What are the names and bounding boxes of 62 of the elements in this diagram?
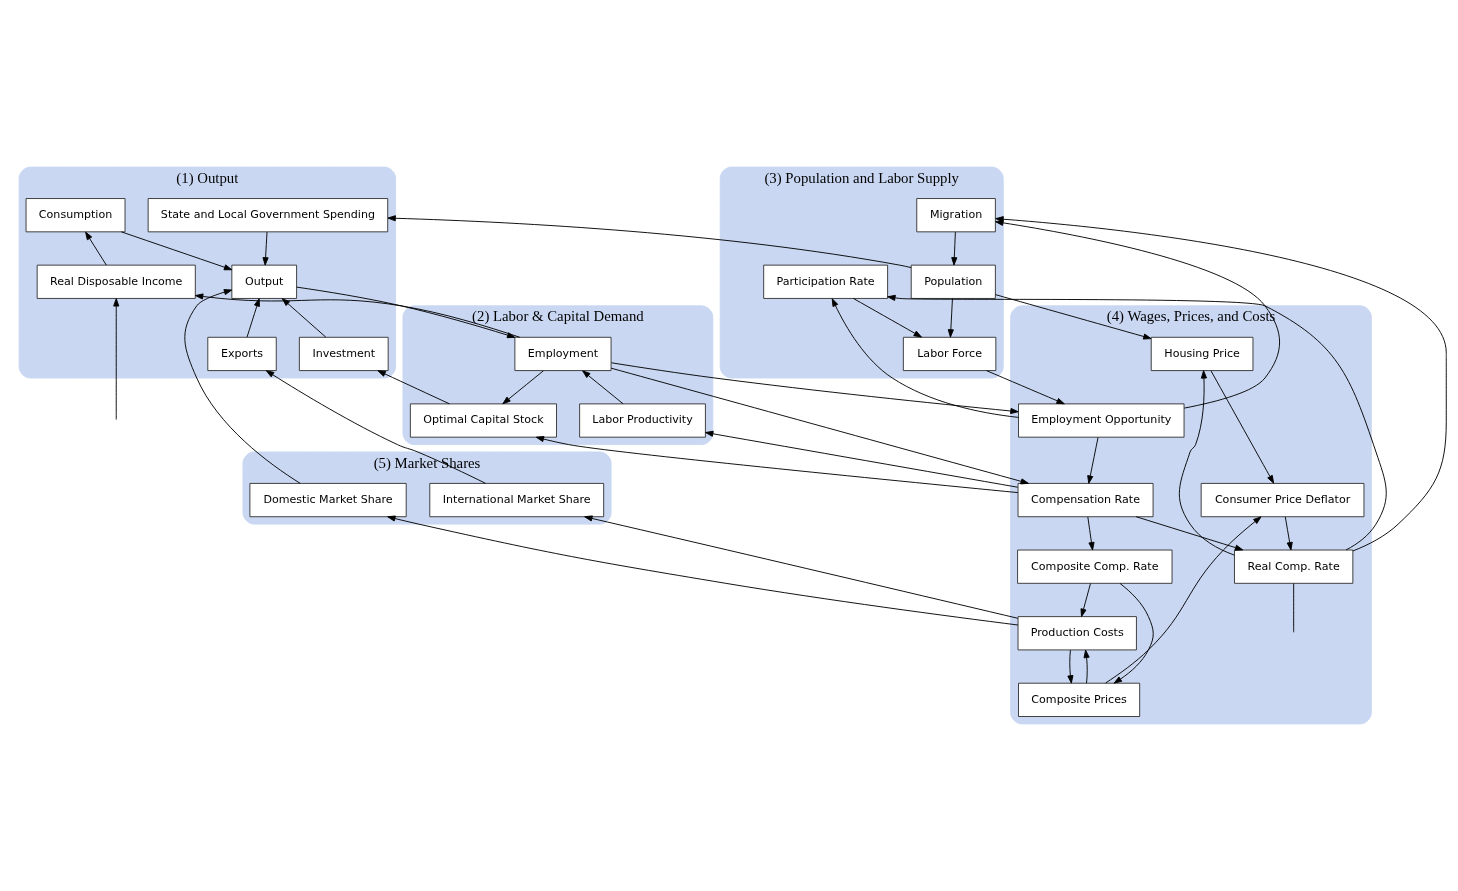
arrow <box>1087 516 1095 551</box>
node-box: Employment <box>514 336 612 372</box>
arrow <box>1105 516 1262 684</box>
node-box: Domestic Market Share <box>249 482 407 518</box>
node-box: Exports <box>207 336 277 372</box>
arrow <box>1113 583 1154 684</box>
node-box: Employment Opportunity <box>1018 403 1185 438</box>
arrow <box>184 289 301 484</box>
node-box: Compensation Rate <box>1017 482 1154 518</box>
node-box: Migration <box>916 198 996 233</box>
connector <box>1293 583 1295 633</box>
arrow <box>1210 370 1275 484</box>
arrow <box>121 231 233 271</box>
arrow <box>1135 516 1244 551</box>
node-box: Real Comp. Rate <box>1234 549 1354 584</box>
node-box: Real Disposable Income <box>36 264 196 299</box>
arrow <box>502 370 544 405</box>
node-box: Optimal Capital Stock <box>409 403 557 438</box>
node-box: State and Local Government Spending <box>147 198 389 233</box>
arrow <box>377 370 450 405</box>
node-box: Labor Force <box>902 336 997 372</box>
node-box: Production Costs <box>1017 616 1137 651</box>
node-box: Composite Prices <box>1018 682 1141 717</box>
node-box: Composite Comp. Rate <box>1017 549 1173 584</box>
arrow <box>1067 649 1074 684</box>
arrow <box>951 231 958 266</box>
arrow <box>1178 370 1235 556</box>
arrow <box>610 367 1029 485</box>
arrow <box>584 515 1019 619</box>
arrow <box>85 231 107 266</box>
arrow <box>887 294 1387 551</box>
arrow <box>947 298 954 338</box>
arrow <box>113 298 120 420</box>
node-box: Housing Price <box>1150 336 1254 372</box>
arrow <box>1083 649 1090 684</box>
arrow <box>705 430 1019 488</box>
arrow <box>995 294 1152 340</box>
arrow <box>195 293 521 338</box>
node-box: Participation Rate <box>763 264 889 299</box>
arrow <box>246 298 260 338</box>
arrow <box>296 286 516 339</box>
node-box: Output <box>231 264 298 299</box>
arrow <box>1080 583 1091 617</box>
arrow <box>387 515 1019 626</box>
node-box: Consumption <box>25 198 126 233</box>
node-box: Labor Productivity <box>579 403 706 438</box>
arrow <box>1087 437 1099 484</box>
arrow <box>265 370 486 484</box>
arrow <box>262 231 269 266</box>
arrow <box>281 298 327 338</box>
arrow <box>582 370 624 405</box>
node-box: Consumer Price Deflator <box>1200 482 1365 518</box>
arrow <box>610 362 1019 415</box>
arrow <box>1284 516 1293 551</box>
arrow <box>535 436 1019 494</box>
node-box: International Market Share <box>429 482 605 518</box>
arrow <box>853 298 922 338</box>
arrow <box>831 298 1019 418</box>
node-box: Population <box>910 264 996 299</box>
node-box: Investment <box>298 336 389 372</box>
arrow <box>986 370 1065 405</box>
arrow <box>387 215 912 269</box>
